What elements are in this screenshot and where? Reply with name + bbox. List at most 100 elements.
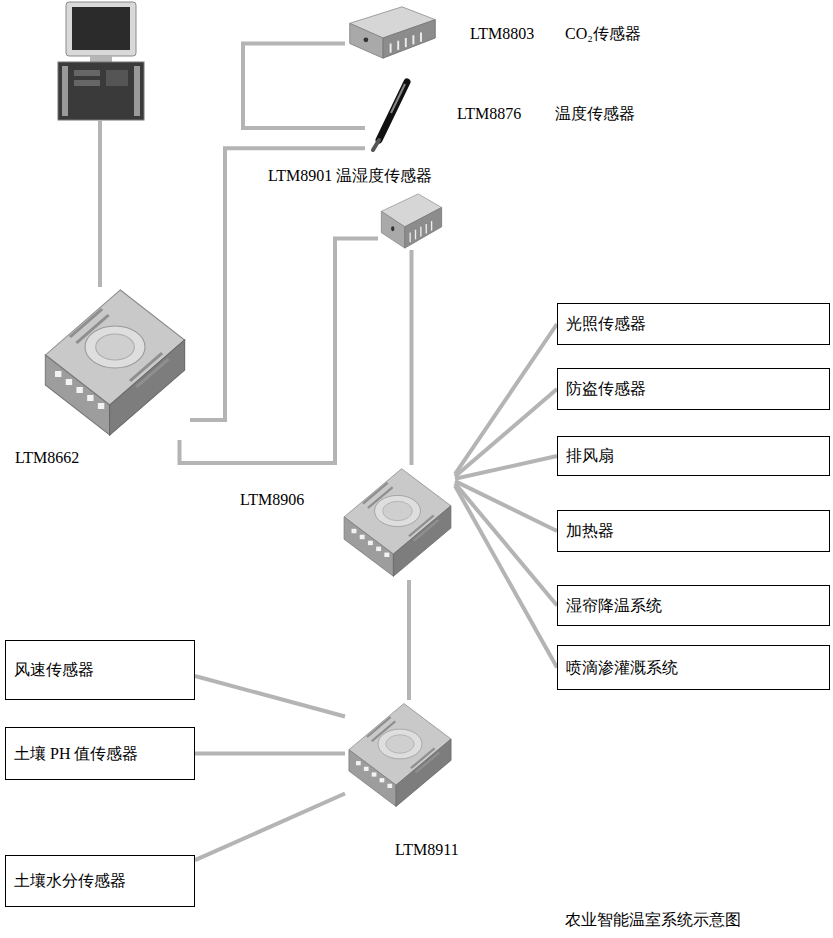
device-label: 温度传感器 (555, 104, 635, 123)
hub-fan (386, 735, 414, 753)
box-label: 喷滴渗灌溉系统 (566, 658, 678, 677)
box-label: 风速传感器 (14, 660, 94, 679)
cable-connector (455, 481, 557, 531)
device-box: 风速传感器 (5, 640, 195, 700)
sensor-vent (431, 221, 432, 231)
cable-connector (190, 148, 365, 420)
hub-port (98, 403, 104, 409)
sensor-vent (405, 38, 407, 47)
drive-bay (74, 80, 100, 86)
network-device: LTM8876温度传感器 (365, 78, 412, 152)
sensor-front (350, 23, 383, 58)
probe-tip (373, 140, 379, 150)
cable-connector (195, 751, 345, 755)
hub-fan (375, 495, 421, 526)
box-label: 排风扇 (566, 446, 614, 465)
box-label: 加热器 (566, 521, 614, 540)
tower-rail (62, 66, 68, 116)
device-box: 土壤水分传感器 (5, 855, 195, 907)
hub-port (360, 535, 365, 539)
device-box: 防盗传感器 (557, 368, 830, 410)
sensor-vent (397, 41, 399, 50)
probe-illustration (365, 78, 412, 152)
network-device: LTM8901 温湿度传感器 (378, 192, 445, 250)
hub-illustration (340, 465, 455, 580)
sensor-vent (420, 227, 421, 237)
hub-port (66, 379, 72, 385)
cable-connector (455, 486, 557, 668)
hub-port (372, 772, 377, 776)
box-label: 防盗传感器 (566, 379, 646, 398)
hub-port (364, 767, 369, 771)
hub-vent (368, 487, 393, 508)
computer-illustration (58, 2, 144, 120)
hub-illustration (345, 700, 455, 810)
cable-connector (455, 324, 557, 474)
hub-fan (383, 501, 413, 520)
hub-port (368, 541, 373, 545)
monitor-screen (72, 7, 130, 50)
drive-bay (106, 70, 128, 86)
sensor-side (383, 20, 435, 59)
hub-fan (85, 326, 145, 368)
monitor-frame (66, 2, 136, 56)
device-box: 光照传感器 (557, 303, 830, 345)
network-device: LTM8911 (345, 700, 455, 810)
device-label: LTM8911 (395, 840, 459, 859)
hub-port (380, 778, 385, 782)
sensor-vent (412, 35, 414, 44)
sensor-port (364, 38, 369, 43)
network-device: LTM8803CO₂传感器 (345, 5, 440, 60)
sensor-vent (415, 230, 416, 240)
hub-port (376, 547, 381, 551)
drive-bay (74, 70, 100, 76)
hub-front (344, 517, 393, 576)
device-box: 土壤 PH 值传感器 (5, 727, 195, 780)
hub-front (349, 750, 396, 807)
device-box: 加热器 (557, 510, 830, 552)
device-label: LTM8662 (15, 448, 79, 467)
cable-connector (455, 456, 557, 479)
probe-shine (391, 84, 405, 113)
hub-port (76, 387, 82, 393)
box-label: 光照传感器 (566, 314, 646, 333)
cable-connector (180, 238, 379, 463)
box-label: 土壤水分传感器 (14, 871, 126, 890)
network-device: LTM8906 (340, 465, 455, 580)
hub-vent (136, 359, 168, 387)
cable-connector (407, 580, 411, 700)
figure-caption: 农业智能温室系统示意图 (565, 910, 741, 929)
monitor-stand (90, 56, 112, 62)
sensor-vent (390, 44, 392, 53)
hub-port (387, 784, 392, 788)
cable-connector (195, 676, 345, 717)
cable-connector (455, 483, 557, 605)
device-label: LTM8803 (470, 24, 534, 43)
cable-connector (410, 250, 414, 465)
sensor-vent (426, 224, 427, 234)
box-label: 土壤 PH 值传感器 (14, 744, 138, 763)
hub-vent (76, 315, 108, 343)
hub-vent (416, 753, 440, 773)
sensor-vent (409, 233, 410, 243)
probe-rod (379, 82, 407, 140)
cable-connector (195, 794, 345, 861)
sensor-side (405, 207, 442, 248)
hub-fan (96, 334, 135, 360)
hub-port (87, 395, 93, 401)
device-box: 湿帘降温系统 (557, 585, 830, 626)
cable-connector (455, 389, 557, 477)
device-box: 排风扇 (557, 436, 830, 476)
device-label: LTM8901 温湿度传感器 (268, 166, 432, 185)
hub-fan (378, 729, 422, 759)
hub-vent (372, 721, 396, 741)
hub-front (45, 355, 109, 435)
hub-port (55, 371, 61, 377)
tower-rail (134, 66, 140, 116)
device-label: LTM8876 (457, 104, 521, 123)
sensor-illustration (345, 5, 440, 60)
hub-illustration (40, 285, 190, 440)
device-box: 喷滴渗灌溉系统 (557, 645, 830, 690)
cable-connector (243, 44, 365, 129)
